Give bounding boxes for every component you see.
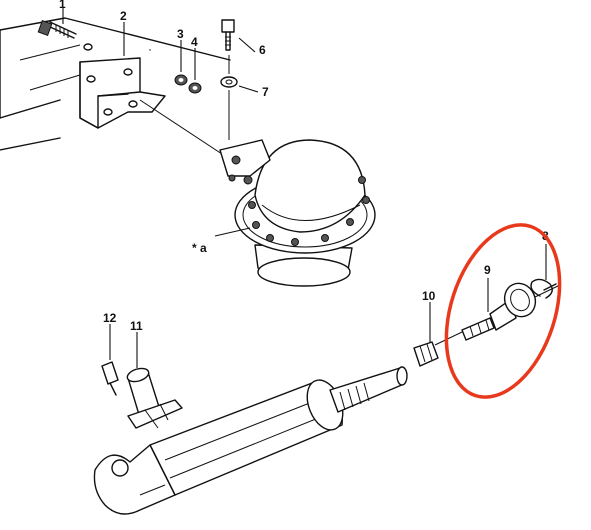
part-6-bolt — [221, 19, 235, 51]
part-11-sensor — [126, 367, 183, 429]
callout-10: 10 — [422, 289, 436, 303]
callout-1: 1 — [59, 0, 66, 11]
callout-3: 3 — [177, 27, 184, 41]
part-7-washer — [220, 76, 238, 88]
frame-rail — [0, 17, 231, 151]
callout-11: 11 — [130, 319, 143, 333]
leader-lines — [62, 8, 547, 368]
brake-chamber — [219, 139, 376, 287]
part-9-fitting — [461, 282, 537, 341]
callout-4: 4 — [191, 35, 198, 49]
part-12-screw — [101, 361, 119, 396]
callout-9: 9 — [484, 263, 491, 277]
part-2-bracket — [79, 57, 166, 129]
part-10-bushing — [413, 341, 439, 367]
part-1-bolt — [37, 20, 77, 39]
highlight-ellipse — [444, 223, 562, 399]
callout-12: 12 — [103, 311, 117, 325]
part-3-nut — [174, 74, 188, 86]
callout-7: 7 — [262, 85, 269, 99]
callout-6: 6 — [259, 43, 266, 57]
part-4-lockwasher — [188, 82, 202, 94]
camshaft-housing — [93, 366, 408, 515]
callout-2: 2 — [120, 9, 127, 23]
part-8-clip — [530, 278, 557, 299]
callout-a: * a — [192, 241, 207, 255]
